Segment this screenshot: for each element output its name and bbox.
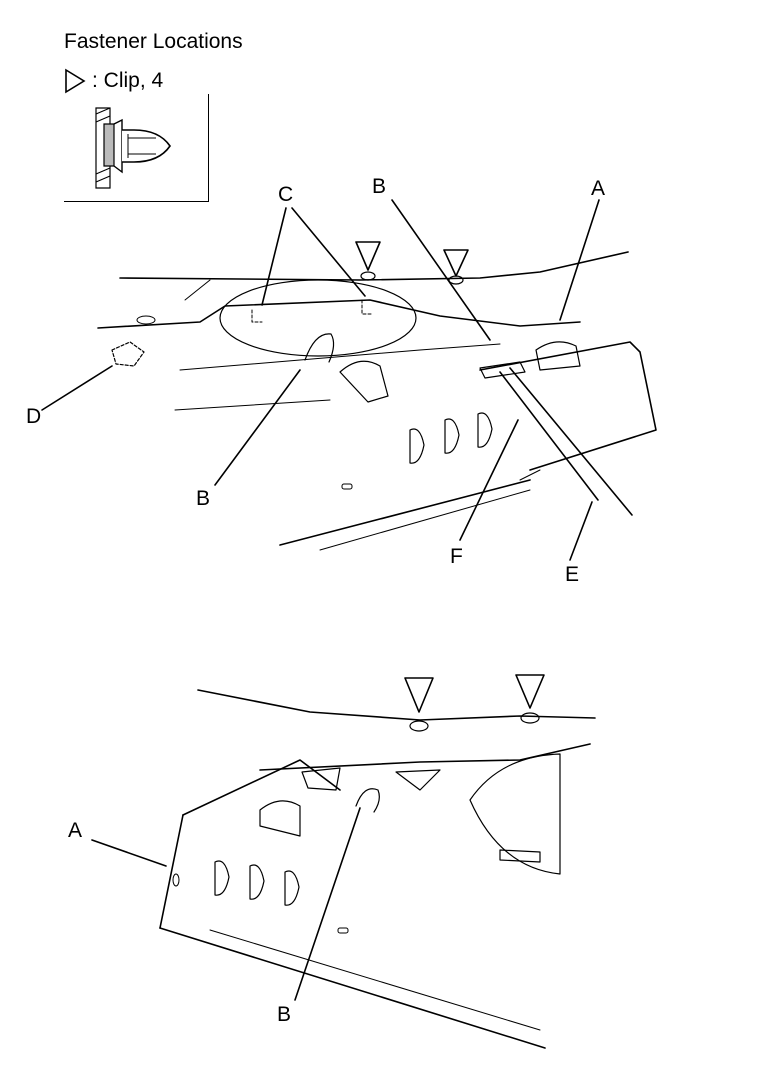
callout-b-top: B — [372, 175, 387, 198]
callout-e: E — [565, 563, 580, 586]
page-title: Fastener Locations — [64, 30, 243, 53]
callout-a-lower: A — [68, 819, 83, 842]
clip-triangle-icon — [64, 68, 86, 94]
clip-legend-text: : Clip, 4 — [92, 69, 164, 92]
callout-b-bottom: B — [196, 487, 211, 510]
clip-detail-inset — [64, 94, 209, 202]
callout-f: F — [450, 545, 463, 568]
callout-c: C — [278, 183, 294, 206]
callout-d: D — [26, 405, 42, 428]
clip-legend: : Clip, 4 — [64, 68, 163, 94]
upper-view — [42, 200, 656, 560]
callout-b-lower: B — [277, 1003, 292, 1026]
clip-detail-drawing — [64, 94, 209, 202]
lower-view — [92, 675, 595, 1048]
callout-a-upper: A — [591, 177, 606, 200]
